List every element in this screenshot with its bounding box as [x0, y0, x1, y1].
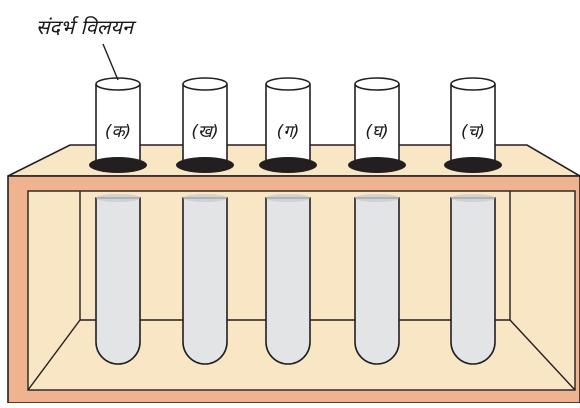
tube-rim: [265, 77, 311, 91]
callout-pointer-line: [102, 43, 119, 81]
tube-liquid: [450, 197, 496, 365]
test-tube-kha: (ख): [176, 77, 234, 365]
rack-hole: [89, 157, 147, 173]
rack-hole: [176, 157, 234, 173]
test-tube-gha: (घ): [348, 77, 406, 365]
tube-label: (ग): [277, 122, 300, 142]
tube-label: (ख): [191, 122, 218, 142]
liquid-surface: [183, 194, 227, 202]
tube-label: (च): [461, 122, 485, 142]
tube-liquid: [95, 197, 141, 365]
tube-rim: [182, 77, 228, 91]
tube-liquid: [265, 197, 311, 365]
tube-liquid: [182, 197, 228, 365]
liquid-surface: [266, 194, 310, 202]
rack-hole: [444, 157, 502, 173]
liquid-surface: [355, 194, 399, 202]
tube-rim: [450, 77, 496, 91]
tube-label: (घ): [365, 122, 388, 142]
tube-liquid: [354, 197, 400, 365]
rack-hole: [259, 157, 317, 173]
test-tube-cha: (च): [444, 77, 502, 365]
rack-hole: [348, 157, 406, 173]
test-tube-ga: (ग): [259, 77, 317, 365]
tube-rim: [95, 77, 141, 91]
liquid-surface: [96, 194, 140, 202]
tube-upper-glass: [265, 84, 311, 166]
tube-label: (क): [105, 122, 131, 142]
reference-solution-label: संदर्भ विलयन: [36, 15, 137, 39]
test-tube-ka: (क): [89, 77, 147, 365]
tube-rim: [354, 77, 400, 91]
liquid-surface: [451, 194, 495, 202]
